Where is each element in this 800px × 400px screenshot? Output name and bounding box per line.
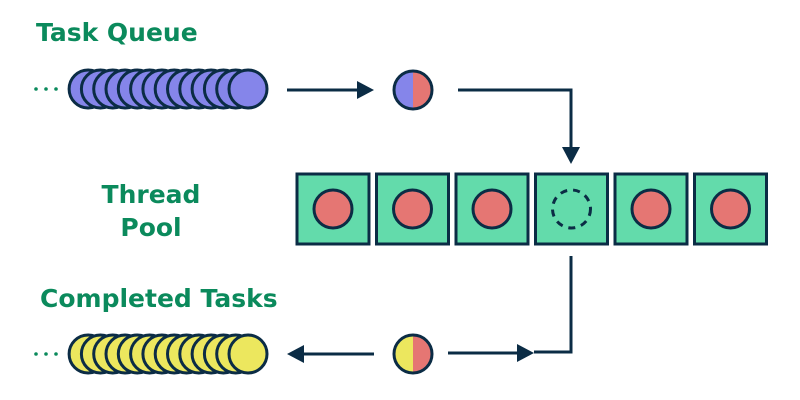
task-queue-stack	[67, 68, 269, 110]
ellipsis-dot	[54, 87, 58, 91]
running-task	[312, 188, 354, 230]
thread-slot	[613, 172, 689, 246]
task-queue-ellipsis	[34, 87, 58, 91]
arrow-pool-to-outgoing	[534, 256, 573, 354]
arrow-transit-to-pool	[458, 88, 573, 150]
thread-slot	[375, 172, 450, 246]
arrowhead-down-icon	[562, 147, 580, 164]
ellipsis-dot	[44, 87, 48, 91]
running-task	[392, 188, 433, 230]
thread-slot	[693, 172, 768, 246]
thread-slot	[534, 172, 609, 246]
incoming-task	[392, 69, 434, 111]
left-half	[394, 71, 413, 109]
right-half	[413, 335, 432, 373]
thread-pool-label: Thread Pool	[96, 178, 206, 244]
thread-box	[534, 172, 609, 246]
thread-slot	[295, 172, 371, 246]
task-outline	[392, 69, 434, 111]
ellipsis-dot	[44, 352, 48, 356]
completed-tasks-ellipsis	[34, 352, 58, 356]
ellipsis-dot	[34, 352, 38, 356]
left-half	[394, 335, 413, 373]
running-task	[710, 188, 751, 230]
running-task	[471, 188, 513, 230]
completed-tasks-stack	[67, 333, 269, 375]
thread-pool-label-line2: Pool	[120, 213, 182, 242]
flow-arrows	[287, 81, 580, 363]
thread-pool-label-line1: Thread	[101, 180, 201, 209]
running-task	[630, 188, 672, 230]
empty-slot	[551, 188, 592, 230]
right-half	[413, 71, 432, 109]
outgoing-task	[392, 333, 434, 375]
arrowhead-left-icon	[287, 345, 304, 363]
thread-pool	[295, 172, 768, 246]
thread-slot	[454, 172, 530, 246]
ellipsis-dot	[54, 352, 58, 356]
task-queue-label: Task Queue	[36, 18, 198, 47]
ellipsis-dot	[34, 87, 38, 91]
completed-tasks-label: Completed Tasks	[40, 284, 278, 313]
in-transit-tasks	[392, 69, 434, 375]
queued-task	[227, 68, 269, 110]
completed-task	[227, 333, 269, 375]
task-outline	[392, 333, 434, 375]
arrowhead-right-icon	[517, 344, 534, 362]
arrowhead-right-icon	[357, 81, 374, 99]
